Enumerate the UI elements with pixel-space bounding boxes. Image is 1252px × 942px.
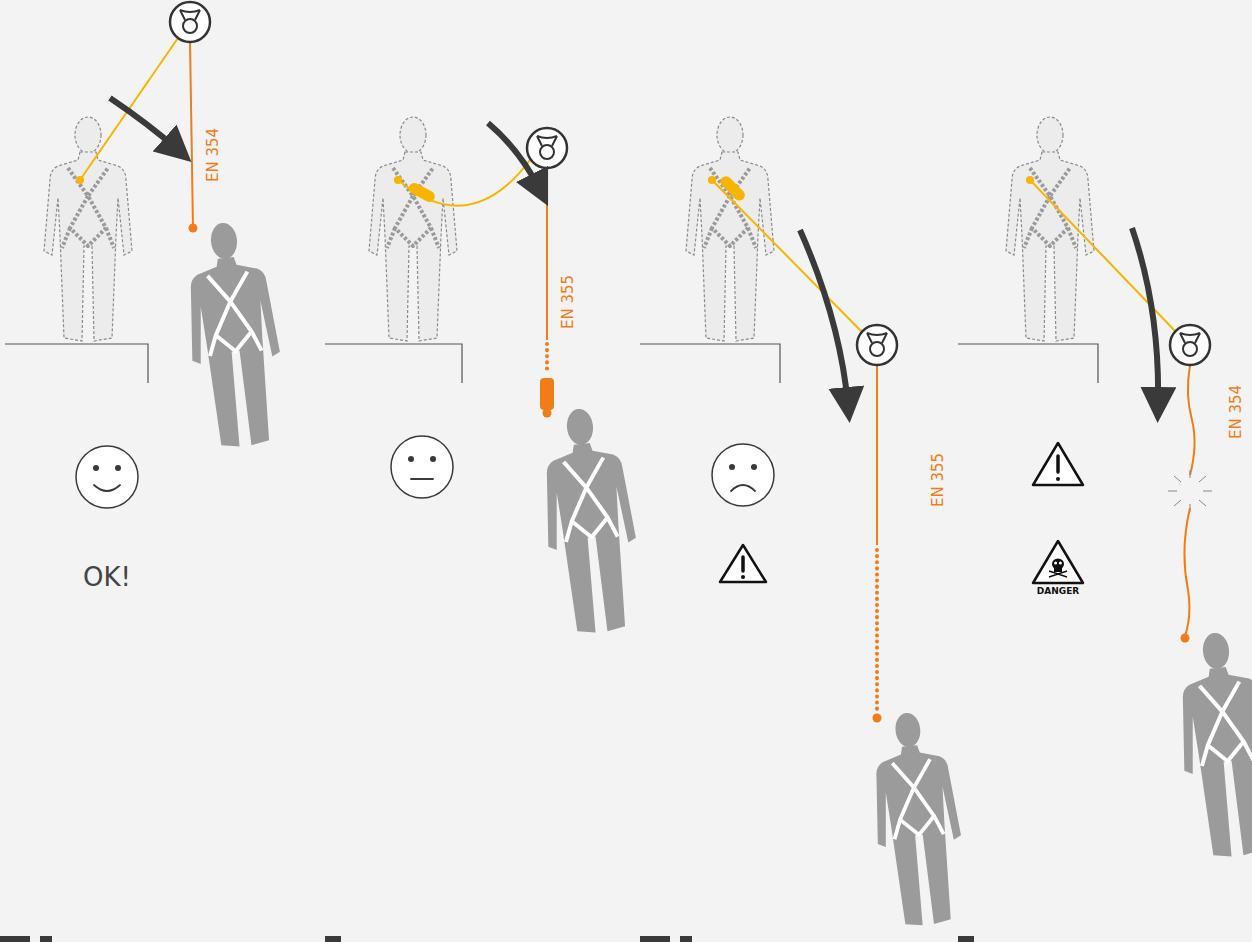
standard-label: EN 355 <box>561 275 576 329</box>
hanging-figure <box>178 218 1252 929</box>
standard-label: EN 355 <box>931 453 946 507</box>
status-text: OK! <box>83 564 131 590</box>
panel-2-lanyard <box>394 123 567 418</box>
ledge <box>5 344 1098 383</box>
hanging-harness <box>202 271 1252 839</box>
warning-sign <box>720 443 1083 582</box>
panel-1-lanyard <box>76 2 210 233</box>
panel-4-lanyard <box>1026 176 1212 643</box>
face-icon <box>76 436 774 508</box>
bottom-marks <box>0 936 974 942</box>
danger-text: DANGER <box>1037 587 1079 596</box>
danger-sign <box>1033 541 1083 583</box>
standard-label: EN 354 <box>206 128 221 182</box>
face-features <box>93 456 757 471</box>
standard-label: EN 354 <box>1229 385 1244 439</box>
panel-3-lanyard <box>708 174 897 723</box>
